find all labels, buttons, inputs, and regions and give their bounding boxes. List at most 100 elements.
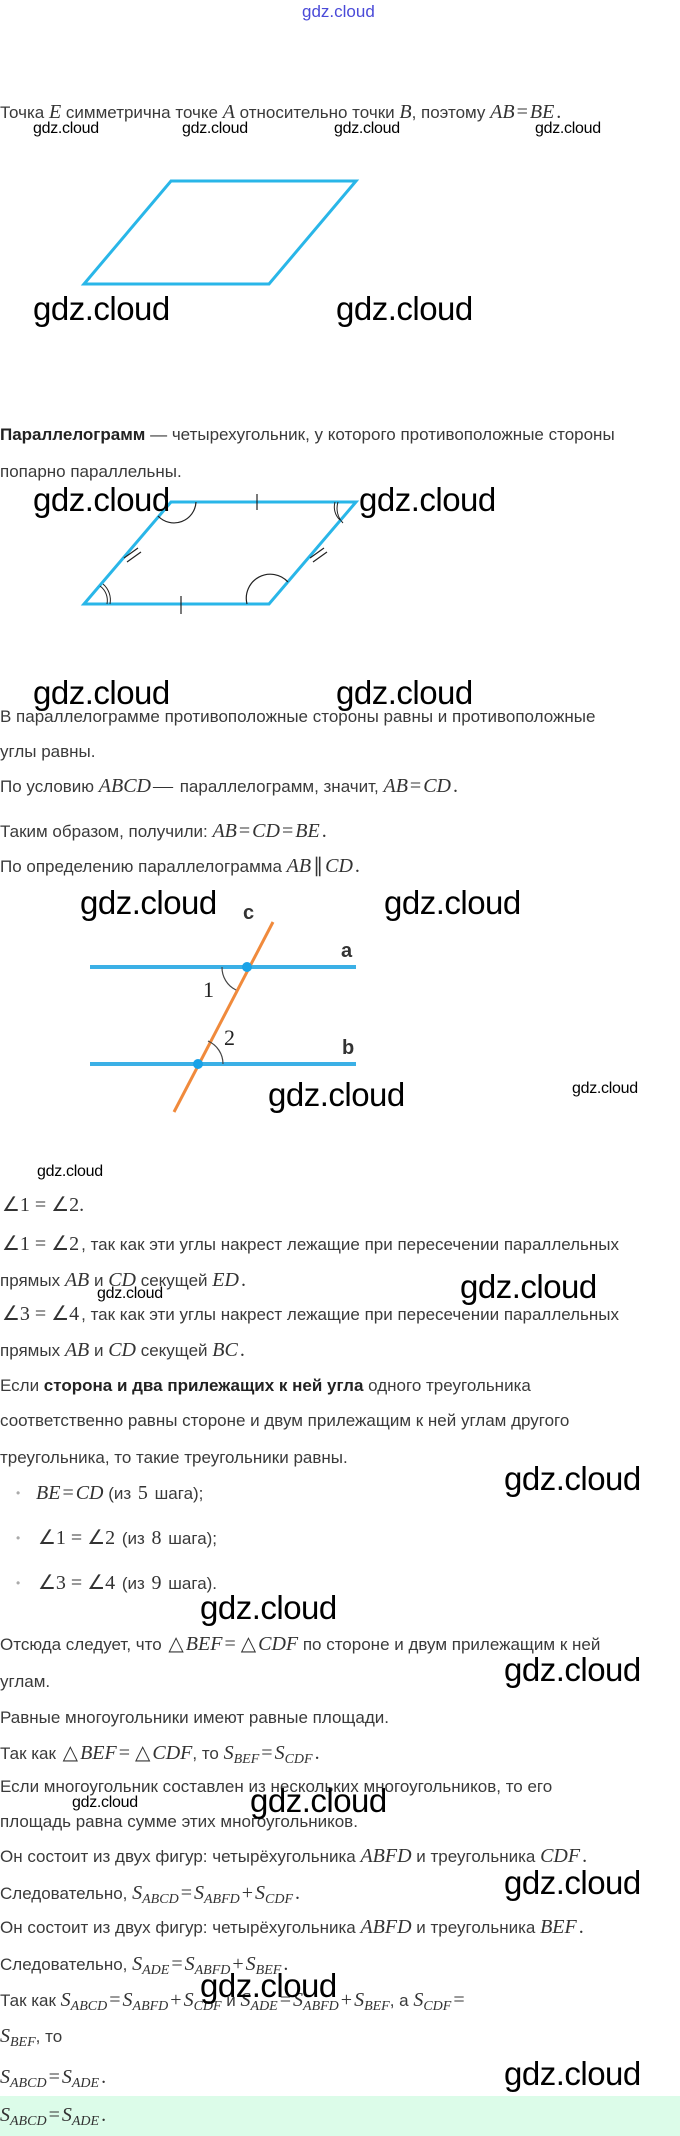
text-segment: Так как [0,1991,61,2010]
math-expression: ∠3 = ∠4 [38,1572,116,1594]
text-segment: попарно параллельны. [0,462,182,481]
math-expression: . [453,775,458,797]
text-segment: прямых [0,1341,65,1360]
math-expression: BEF [233,1752,260,1767]
watermark: gdz.cloud [33,120,99,137]
math-expression: 8 [151,1527,162,1549]
watermark: gdz.cloud [250,1782,387,1819]
text-line: SBEF, то [0,2024,62,2055]
math-expression: . [240,1269,246,1291]
math-expression: S [0,2066,10,2088]
text-segment: треугольника, то такие треугольники равн… [0,1448,348,1467]
text-segment: и треугольника [411,1847,541,1866]
text-segment: секущей [136,1271,213,1290]
text-line: ∠1 = ∠2. [0,1193,86,1218]
math-expression: + [170,1989,182,2011]
watermark: gdz.cloud [336,674,473,711]
text-line: соответственно равны стороне и двум прил… [0,1409,569,1433]
bullet-icon: • [16,1486,21,1500]
math-expression: CDF [423,1999,452,2014]
math-expression: ABFD [360,1916,412,1938]
text-segment: Равные многоугольники имеют равные площа… [0,1708,389,1727]
math-expression: S [122,1989,133,2011]
text-line: По условию ABCD— параллелограмм, значит,… [0,774,460,799]
text-line: Параллелограмм — четырехугольник, у кото… [0,423,615,447]
math-expression: + [232,1953,244,1975]
angle-arc-c [333,501,344,524]
math-expression: = [238,820,251,842]
math-expression: S [0,2104,10,2126]
label-b: b [342,1037,354,1059]
text-segment: Следовательно, [0,1955,133,1974]
math-expression: AB [490,101,515,123]
math-expression: S [132,1953,143,1975]
math-expression: BE [529,101,555,123]
math-expression: ∠3 = ∠4 [2,1303,80,1325]
watermark: gdz.cloud [33,481,170,518]
text-segment: , так как эти углы накрест лежащие при п… [81,1305,620,1324]
text-segment: Таким образом, получили: [0,822,213,841]
double-tick-left [123,547,142,563]
math-expression: ABFD [132,1999,169,2014]
text-segment: , то [35,2027,63,2046]
math-expression: CD [108,1339,136,1361]
math-expression: . [101,2066,107,2088]
watermark: gdz.cloud [182,120,248,137]
intersection-point-a [242,962,252,972]
text-line: углам. [0,1670,50,1694]
watermark: gdz.cloud [504,1460,641,1497]
text-segment: , а [389,1991,414,2010]
text-segment: секущей [136,1341,213,1360]
text-segment: соответственно равны стороне и двум прил… [0,1411,570,1430]
watermark: gdz.cloud [504,1651,641,1688]
parallelogram-shape [80,500,360,606]
math-expression: CDF [284,1752,313,1767]
math-expression: ADE [71,2076,100,2091]
label-a: a [341,940,353,962]
math-expression: = [180,1882,192,1904]
math-expression: △ [168,1633,184,1655]
watermark: gdz.cloud [33,290,170,327]
math-expression: ∠1 = ∠2 [2,1233,80,1255]
math-expression: BEF [10,2035,36,2050]
math-expression: S [183,1989,194,2011]
watermark: gdz.cloud [97,1285,163,1302]
text-segment: шага). [163,1574,218,1593]
math-expression: A [222,101,235,123]
text-segment: Он состоит из двух фигур: четырёхугольни… [0,1918,361,1937]
text-segment: параллелограмм, значит, [175,777,384,796]
math-expression: — [153,775,173,797]
text-segment: (из [103,1484,136,1503]
text-line: Таким образом, получили: AB=CD=BE. [0,819,329,844]
math-expression: S [193,1882,204,1904]
math-expression: ABCD [142,1892,179,1907]
site-watermark-link[interactable]: gdz.cloud [302,2,375,21]
text-line: Так как SABCD=SABFD+SCDF и SADE=SABFD+SB… [0,1988,467,2019]
math-expression: = [109,1989,121,2011]
angle-label-1: 1 [203,977,214,1002]
watermark: gdz.cloud [572,1080,638,1097]
math-expression: ABCD [10,2076,47,2091]
text-segment: — четырехугольник, у которого противопол… [145,425,615,444]
math-expression: S [184,1953,195,1975]
math-expression: AB [64,1269,90,1291]
text-segment: и [89,1271,109,1290]
math-expression: = [279,1989,292,2011]
math-expression: . [582,1845,588,1867]
watermark: gdz.cloud [80,884,217,921]
text-segment: шага); [163,1529,218,1548]
text-segment: одного треугольника [363,1376,531,1395]
text-line: площадь равна сумме этих многоугольников… [0,1810,358,1834]
text-segment: шага); [149,1484,204,1503]
math-expression: S [223,1742,234,1764]
math-expression: = [48,2066,60,2088]
math-expression: ADE [250,1999,278,2014]
text-line: •BE=CD (из 5 шага); [16,1481,204,1506]
math-expression: . [578,1916,584,1938]
math-expression: . [239,1339,245,1361]
angle-arc-a [99,583,111,605]
bold-term: Параллелограмм [0,425,146,444]
text-line: Если сторона и два прилежащих к ней угла… [0,1374,531,1398]
text-line: •∠1 = ∠2 (из 8 шага); [16,1526,218,1551]
angle-arc-2 [207,1040,224,1065]
